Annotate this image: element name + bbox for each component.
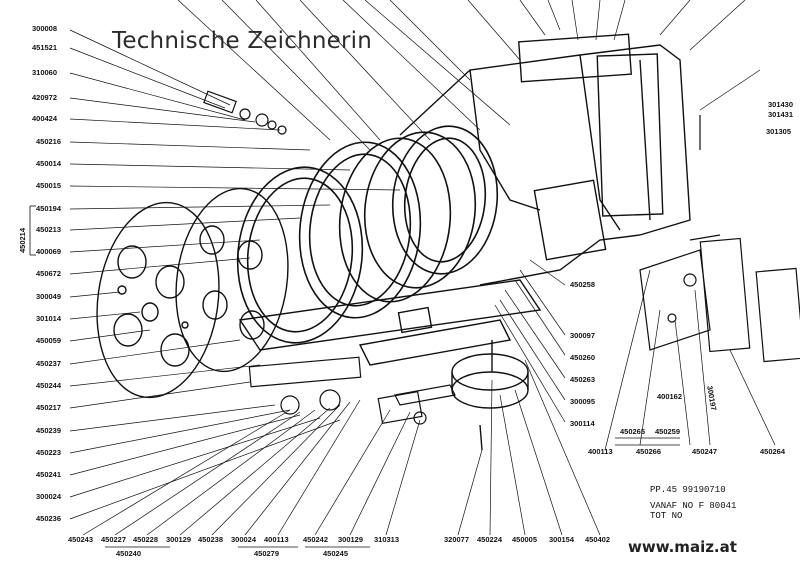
part-label-bottom: 450238 [198, 535, 224, 544]
part-label-bottom: 450402 [585, 535, 611, 544]
part-label-bottom: 300129 [338, 535, 364, 544]
part-label-left: 400069 [36, 247, 62, 256]
bottom-brackets [105, 437, 680, 548]
part-label-left: 450237 [36, 359, 62, 368]
leader-lines-mid [494, 259, 776, 451]
part-label-mid: 300097 [570, 331, 596, 340]
part-label-bottom: 300129 [166, 535, 192, 544]
part-label-left: 451521 [32, 43, 58, 52]
part-label-left: 400424 [32, 114, 58, 123]
page-title: Technische Zeichnerin [112, 28, 373, 54]
part-label-left: 420972 [32, 93, 58, 102]
part-label-left: 310060 [32, 68, 58, 77]
control-module [639, 115, 800, 363]
part-label-right: 450265 [620, 427, 646, 436]
stamp-line-1: PP.45 99190710 [650, 485, 726, 495]
gasket-rings [236, 125, 499, 344]
part-label-left: 301014 [36, 314, 62, 323]
part-label-right: 301305 [766, 127, 792, 136]
part-label-right: 450247 [692, 447, 718, 456]
part-label-mid: 300114 [570, 419, 595, 428]
part-label-mid: 300095 [570, 397, 596, 406]
part-label-bottom: 450224 [477, 535, 503, 544]
part-label-left: 450213 [36, 225, 62, 234]
group-label-bottom: 450279 [254, 549, 280, 558]
part-label-bottom: 450228 [133, 535, 159, 544]
part-label-left: 450015 [36, 181, 62, 190]
part-label-bottom: 450005 [512, 535, 538, 544]
base-plate [238, 279, 542, 366]
part-label-right: 450259 [655, 427, 681, 436]
drum-housing [399, 33, 691, 286]
part-label-bottom: 450227 [101, 535, 127, 544]
stamp-line-2: VANAF NO F 80041 [650, 501, 737, 511]
group-label-bottom: 450240 [116, 549, 142, 558]
part-label-right: 400162 [657, 392, 683, 401]
part-label-mid: 450258 [570, 280, 596, 289]
part-label-left: 450239 [36, 426, 62, 435]
part-label-right: 450266 [636, 447, 662, 456]
part-label-left: 450244 [36, 381, 62, 390]
website-link[interactable]: www.maiz.at [628, 538, 737, 556]
part-label-bottom: 300024 [231, 535, 257, 544]
group-side-label: 450214 [18, 227, 27, 253]
part-label-left: 450672 [36, 269, 62, 278]
part-label-bottom: 450243 [68, 535, 94, 544]
part-label-right: 301431 [768, 110, 794, 119]
stamp-line-3: TOT NO [650, 511, 683, 521]
drawing-stamp: PP.45 99190710 VANAF NO F 80041 TOT NO [650, 485, 736, 521]
part-label-bottom: 310313 [374, 535, 400, 544]
part-label-mid: 450263 [570, 375, 596, 384]
part-label-mid: 450260 [570, 353, 596, 362]
part-label-left: 450217 [36, 403, 62, 412]
part-label-bottom: 300154 [549, 535, 575, 544]
lower-mechanism [248, 356, 456, 425]
part-label-right: 301430 [768, 100, 794, 109]
leader-lines-left [69, 29, 401, 520]
part-label-left: 450236 [36, 514, 62, 523]
part-label-bottom: 400113 [264, 535, 289, 544]
front-panel [96, 201, 220, 399]
part-label-right: 450264 [760, 447, 786, 456]
bolt-part [203, 90, 287, 135]
part-label-right: 400113 [588, 447, 613, 456]
group-label-bottom: 450245 [323, 549, 349, 558]
part-label-left: 300049 [36, 292, 62, 301]
part-label-left: 300024 [36, 492, 62, 501]
part-label-left: 450241 [36, 470, 62, 479]
part-label-bottom: 450242 [303, 535, 329, 544]
part-label-bottom: 320077 [444, 535, 470, 544]
part-label-left: 450014 [36, 159, 62, 168]
leader-lines-bottom [82, 359, 601, 536]
part-label-left: 450216 [36, 137, 62, 146]
part-label-left: 450223 [36, 448, 62, 457]
part-label-left: 450194 [36, 204, 62, 213]
group-bracket [29, 205, 36, 256]
part-label-left: 450059 [36, 336, 62, 345]
door-disc [175, 187, 289, 373]
part-label-left: 300008 [32, 24, 58, 33]
leader-lines-top [177, 0, 761, 151]
